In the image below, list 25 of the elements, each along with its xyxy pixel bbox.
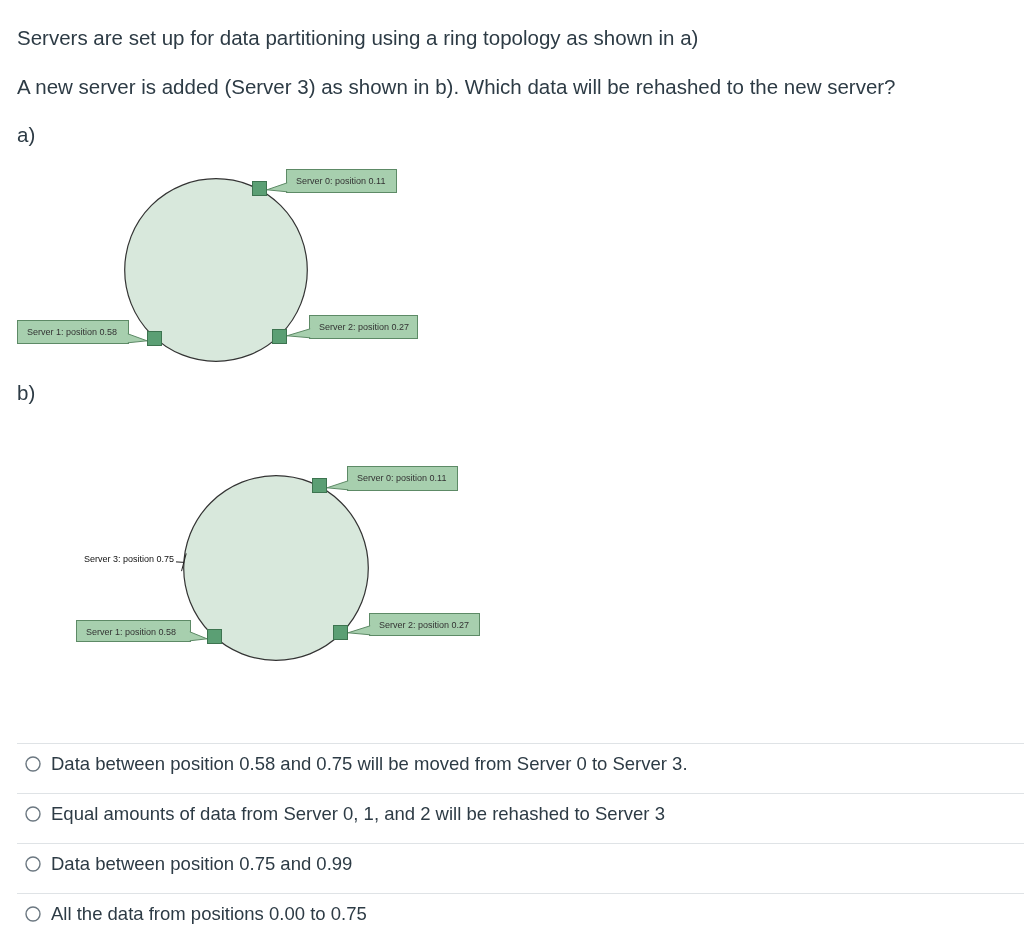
question-text: A new server is added (Server 3) as shown in b). Which data will be rehashed to the new server? <box>17 75 896 99</box>
server-marker <box>312 478 327 493</box>
server-callout: Server 0: position 0.11 <box>347 466 458 491</box>
part-label: a) <box>17 123 36 147</box>
answer-option: All the data from positions 0.00 to 0.75 <box>51 902 367 926</box>
server-callout: Server 1: position 0.58 <box>17 320 129 344</box>
callout-pointer <box>286 328 311 339</box>
callout-pointer <box>266 182 288 193</box>
question-text: Servers are set up for data partitioning using a ring topology as shown in a) <box>17 26 699 50</box>
callout-pointer <box>347 625 371 636</box>
server-label: Server 3: position 0.75 <box>83 552 174 566</box>
answer-option: Data between position 0.58 and 0.75 will be moved from Server 0 to Server 3. <box>51 752 688 776</box>
part-label: b) <box>17 381 36 405</box>
callout-pointer <box>127 333 148 344</box>
answer-option: Equal amounts of data from Server 0, 1, and 2 will be rehashed to Server 3 <box>51 802 665 826</box>
server-marker <box>147 331 162 346</box>
server-marker <box>272 329 287 344</box>
callout-pointer <box>326 480 349 491</box>
leader-line <box>175 553 187 572</box>
answer-option: Data between position 0.75 and 0.99 <box>51 852 353 876</box>
server-callout: Server 2: position 0.27 <box>369 613 480 636</box>
server-callout: Server 0: position 0.11 <box>286 169 397 193</box>
server-callout: Server 2: position 0.27 <box>309 315 418 339</box>
callout-pointer <box>189 631 208 642</box>
server-marker <box>252 181 267 196</box>
